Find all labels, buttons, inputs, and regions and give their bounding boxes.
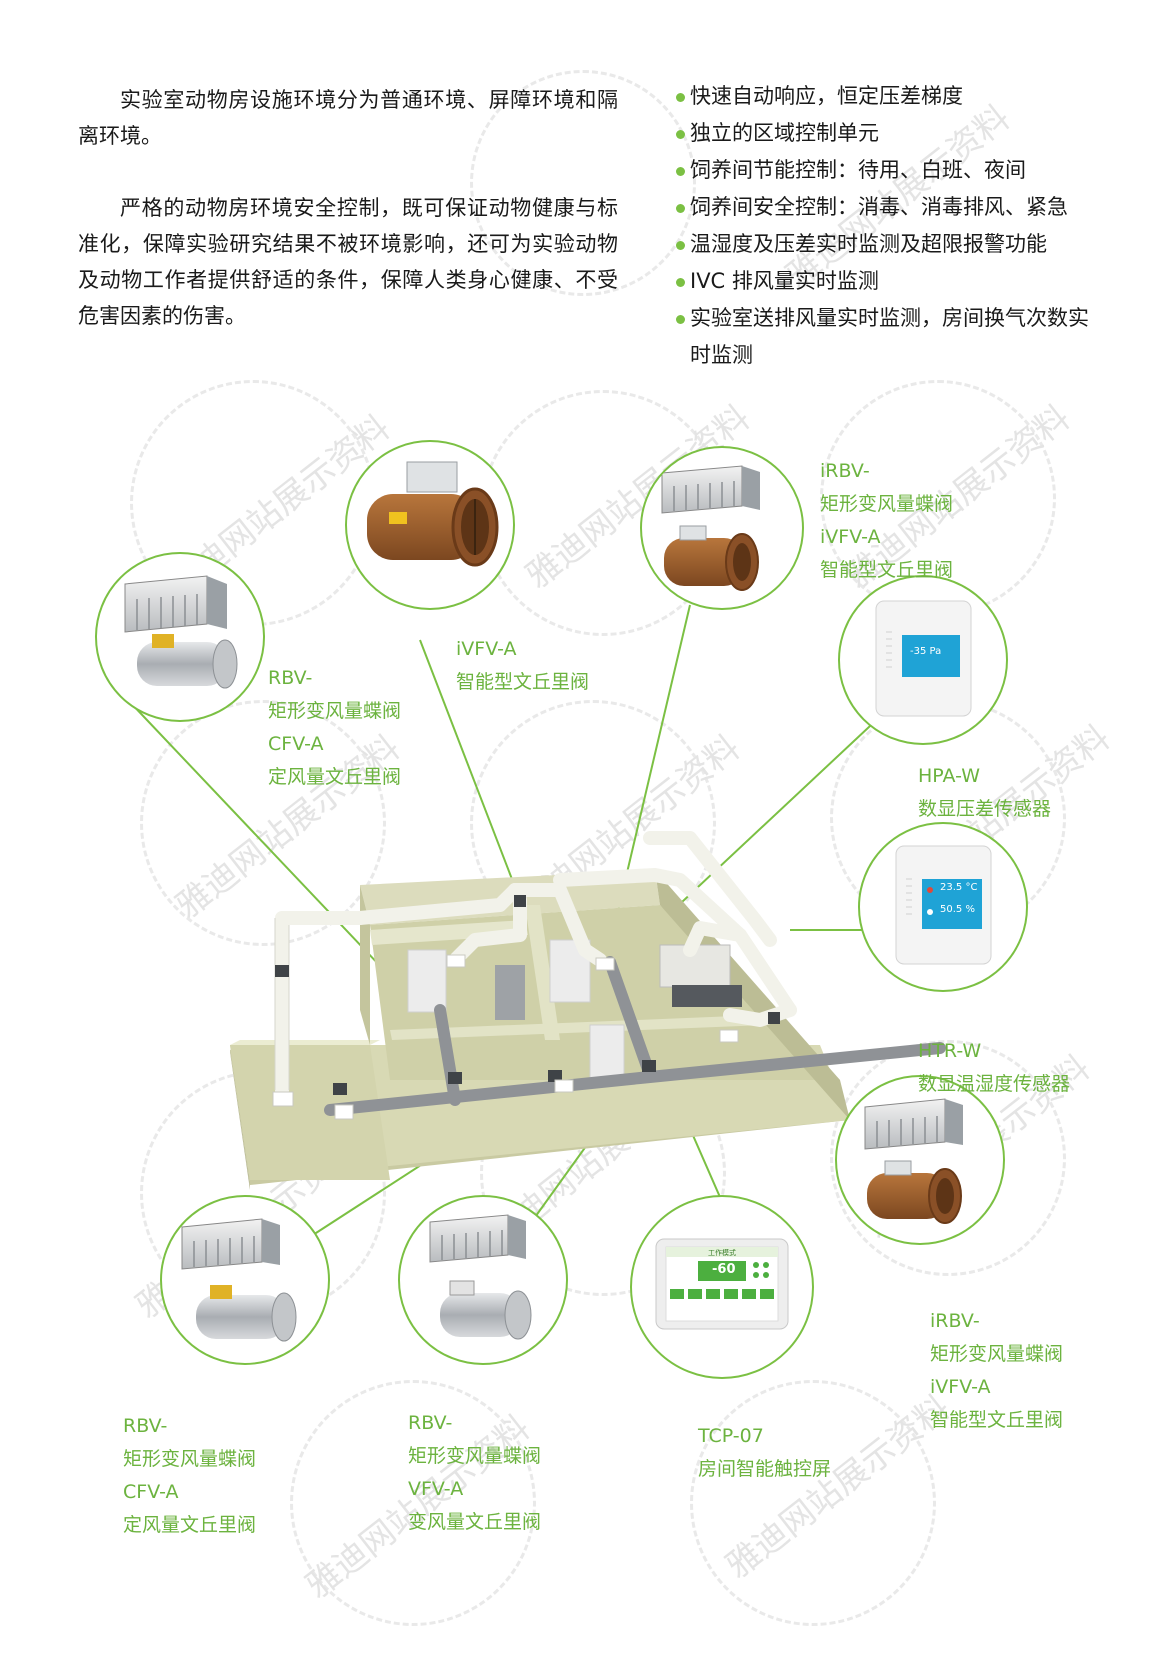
hpa-display-value: -35 Pa xyxy=(910,646,942,657)
touch-panel-illustration xyxy=(655,1238,789,1330)
label-irbv-bottom: iRBV- 矩形变风量蝶阀 iVFV-A 智能型文丘里阀 xyxy=(930,1305,1063,1437)
label-line: TCP-07 xyxy=(698,1425,764,1447)
feature-item: 饲养间安全控制：消毒、消毒排风、紧急 xyxy=(676,189,1096,226)
label-htr: HTR-W 数显温湿度传感器 xyxy=(918,1035,1070,1101)
label-line: CFV-A xyxy=(123,1481,179,1503)
venturi-valve-illustration xyxy=(367,461,499,567)
label-line: 矩形变风量蝶阀 xyxy=(930,1343,1064,1365)
label-line: 智能型文丘里阀 xyxy=(930,1409,1064,1431)
label-line: iVFV-A xyxy=(456,638,517,660)
feature-list: 快速自动响应，恒定压差梯度 独立的区域控制单元 饲养间节能控制：待用、白班、夜间… xyxy=(676,78,1096,374)
smart-damper-assembly-illustration xyxy=(864,1098,963,1224)
label-line: 矩形变风量蝶阀 xyxy=(123,1448,257,1470)
label-line: 定风量文丘里阀 xyxy=(123,1514,257,1536)
label-line: iRBV- xyxy=(930,1310,980,1332)
label-line: iVFV-A xyxy=(930,1376,991,1398)
label-line: 变风量文丘里阀 xyxy=(408,1511,542,1533)
label-line: iVFV-A xyxy=(820,526,881,548)
diffusers xyxy=(272,954,739,1120)
label-line: 数显压差传感器 xyxy=(918,798,1052,820)
label-line: 数显温湿度传感器 xyxy=(918,1073,1071,1095)
duct-couplings xyxy=(275,895,780,1095)
watermark-circle xyxy=(140,700,386,946)
label-line: 智能型文丘里阀 xyxy=(820,559,954,581)
label-line: 智能型文丘里阀 xyxy=(456,671,590,693)
supply-ducts xyxy=(275,831,797,1097)
label-line: iRBV- xyxy=(820,460,870,482)
label-line: 矩形变风量蝶阀 xyxy=(268,700,402,722)
label-line: 定风量文丘里阀 xyxy=(268,766,402,788)
exhaust-ducts xyxy=(324,956,946,1116)
damper-assembly-illustration xyxy=(181,1218,297,1342)
product-circle-ivfv-top xyxy=(345,440,515,610)
tcp-display-value: -60 xyxy=(712,1262,736,1277)
product-circle-htr: 23.5 °C 50.5 % xyxy=(858,822,1028,992)
label-rbv-cfv-top: RBV- 矩形变风量蝶阀 CFV-A 定风量文丘里阀 xyxy=(268,662,401,794)
label-tcp: TCP-07 房间智能触控屏 xyxy=(698,1420,831,1486)
label-line: 矩形变风量蝶阀 xyxy=(408,1445,542,1467)
intro-text: 实验室动物房设施环境分为普通环境、屏障环境和隔离环境。 严格的动物房环境安全控制… xyxy=(78,82,618,370)
feature-item: 独立的区域控制单元 xyxy=(676,115,1096,152)
intro-paragraph-2: 严格的动物房环境安全控制，既可保证动物健康与标准化，保障实验研究结果不被环境影响… xyxy=(78,196,618,328)
label-ivfv-top: iVFV-A 智能型文丘里阀 xyxy=(456,633,589,699)
pressure-sensor-illustration xyxy=(875,600,972,717)
label-hpa: HPA-W 数显压差传感器 xyxy=(918,760,1051,826)
label-line: RBV- xyxy=(408,1412,453,1434)
product-circle-irbv-bottom xyxy=(835,1075,1005,1245)
label-irbv-top: iRBV- 矩形变风量蝶阀 iVFV-A 智能型文丘里阀 xyxy=(820,455,953,587)
product-circle-tcp: 工作模式 -60 xyxy=(630,1195,814,1379)
label-line: HTR-W xyxy=(918,1040,982,1062)
product-circle-rbv-vfv xyxy=(398,1195,568,1365)
feature-item: 饲养间节能控制：待用、白班、夜间 xyxy=(676,152,1096,189)
label-line: 房间智能触控屏 xyxy=(698,1458,832,1480)
label-line: CFV-A xyxy=(268,733,324,755)
product-circle-hpa: -35 Pa xyxy=(838,575,1008,745)
label-rbv-vfv: RBV- 矩形变风量蝶阀 VFV-A 变风量文丘里阀 xyxy=(408,1407,541,1539)
watermark-circle xyxy=(690,1380,936,1626)
htr-humidity-value: 50.5 % xyxy=(940,904,975,915)
damper-assembly-illustration xyxy=(124,575,238,689)
intro-paragraph-1: 实验室动物房设施环境分为普通环境、屏障环境和隔离环境。 xyxy=(78,88,618,148)
watermark-circle xyxy=(830,1040,1066,1276)
htr-temperature-value: 23.5 °C xyxy=(940,882,978,893)
label-line: HPA-W xyxy=(918,765,980,787)
watermark-circle xyxy=(290,1380,536,1626)
damper-assembly-illustration xyxy=(429,1214,532,1340)
supply-ducts-outline xyxy=(274,918,290,1090)
feature-item: IVC 排风量实时监测 xyxy=(676,263,1096,300)
smart-damper-assembly-illustration xyxy=(661,465,760,591)
feature-item: 实验室送排风量实时监测，房间换气次数实时监测 xyxy=(676,300,1096,374)
product-circle-rbv-cfv-top xyxy=(95,552,265,722)
product-circle-irbv-top xyxy=(640,446,804,610)
temperature-humidity-sensor-illustration xyxy=(895,845,992,965)
label-line: VFV-A xyxy=(408,1478,464,1500)
watermark-circle xyxy=(470,70,696,296)
tcp-mode-title: 工作模式 xyxy=(708,1249,736,1257)
feature-item: 温湿度及压差实时监测及超限报警功能 xyxy=(676,226,1096,263)
label-rbv-cfv-bottom: RBV- 矩形变风量蝶阀 CFV-A 定风量文丘里阀 xyxy=(123,1410,256,1542)
label-line: RBV- xyxy=(268,667,313,689)
product-circle-rbv-cfv-bottom xyxy=(160,1195,330,1365)
label-line: 矩形变风量蝶阀 xyxy=(820,493,954,515)
label-line: RBV- xyxy=(123,1415,168,1437)
feature-item: 快速自动响应，恒定压差梯度 xyxy=(676,78,1096,115)
